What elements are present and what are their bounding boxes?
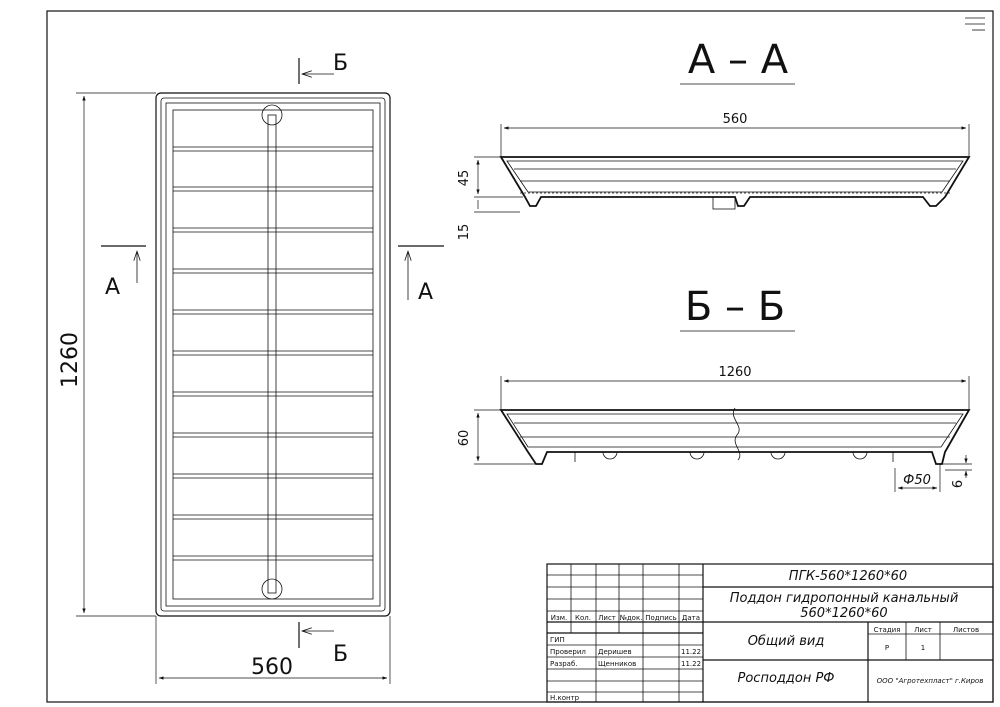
plan-channel-ribs bbox=[173, 146, 373, 561]
title-block-name-line2: 560*1260*60 bbox=[800, 606, 887, 621]
stage-value-stadia: Р bbox=[885, 644, 889, 652]
title-block: ПГК-560*1260*60 Поддон гидропонный канал… bbox=[546, 563, 994, 703]
stage-header-list: Лист bbox=[914, 626, 932, 634]
section-bb: Б – Б 1260 60 Ф50 bbox=[457, 284, 972, 492]
section-bb-title: Б – Б bbox=[685, 284, 785, 330]
header-ndok: №док. bbox=[620, 614, 643, 622]
bb-hole-value: Ф50 bbox=[903, 473, 931, 488]
stage-header-listov: Листов bbox=[953, 626, 979, 634]
header-izm: Изм. bbox=[551, 614, 567, 622]
section-aa: А – А 560 45 15 bbox=[457, 37, 971, 241]
central-drain-channel bbox=[267, 114, 277, 594]
plan-length-value: 1260 bbox=[58, 332, 83, 388]
drain-hole-top bbox=[261, 104, 283, 126]
header-podpis: Подпись bbox=[645, 614, 677, 622]
header-kol: Кол. bbox=[575, 614, 591, 622]
proveril-date: 11.22 bbox=[681, 648, 701, 656]
role-proveril: Проверил bbox=[550, 648, 586, 656]
aa-foot-value: 15 bbox=[457, 224, 472, 241]
proveril-name: Деришев bbox=[598, 648, 632, 656]
section-marker-b-top: Б bbox=[298, 51, 348, 84]
drain-hole-bottom bbox=[261, 578, 283, 600]
razrab-name: Щенников bbox=[598, 660, 636, 668]
stage-header-stadia: Стадия bbox=[874, 626, 901, 634]
section-marker-b-bottom-label: Б bbox=[333, 642, 348, 667]
bb-depth-value: 60 bbox=[457, 430, 472, 447]
section-marker-a-right-label: А bbox=[418, 280, 433, 305]
section-marker-b-bottom: Б bbox=[298, 622, 348, 667]
aa-width-value: 560 bbox=[723, 112, 748, 127]
role-razrab: Разраб. bbox=[550, 660, 578, 668]
title-block-code: ПГК-560*1260*60 bbox=[789, 569, 907, 584]
title-block-view: Общий вид bbox=[748, 634, 825, 649]
aa-profile bbox=[499, 156, 971, 207]
plan-width-value: 560 bbox=[251, 655, 293, 680]
section-aa-title: А – А bbox=[688, 37, 789, 83]
bb-foot-value: 6 bbox=[951, 480, 966, 488]
header-data: Дата bbox=[682, 614, 700, 622]
title-block-name-line1: Поддон гидропонный канальный bbox=[730, 591, 959, 606]
bb-break-line bbox=[733, 407, 741, 461]
title-block-org: ООО "Агротехпласт" г.Киров bbox=[877, 677, 984, 685]
bb-profile bbox=[499, 409, 971, 465]
plan-view bbox=[155, 92, 391, 617]
aa-depth-value: 45 bbox=[457, 170, 472, 187]
razrab-date: 11.22 bbox=[681, 660, 701, 668]
title-block-company: Росподдон РФ bbox=[738, 671, 835, 686]
sheet-frame bbox=[46, 10, 994, 703]
header-list: Лист bbox=[598, 614, 616, 622]
stage-value-list: 1 bbox=[921, 644, 925, 652]
section-marker-a-right: А bbox=[398, 245, 444, 305]
section-marker-b-top-label: Б bbox=[333, 51, 348, 76]
bb-length-value: 1260 bbox=[718, 365, 751, 380]
section-marker-a-left-label: А bbox=[105, 275, 120, 300]
plan-length-dimension: 1260 bbox=[58, 92, 156, 617]
bb-drain-holes bbox=[602, 451, 868, 460]
plan-width-dimension: 560 bbox=[155, 616, 391, 684]
corner-fold-mark bbox=[965, 17, 985, 31]
section-marker-a-left: А bbox=[101, 245, 146, 300]
role-gip: ГИП bbox=[550, 636, 565, 644]
role-nkontr: Н.контр bbox=[550, 694, 580, 702]
